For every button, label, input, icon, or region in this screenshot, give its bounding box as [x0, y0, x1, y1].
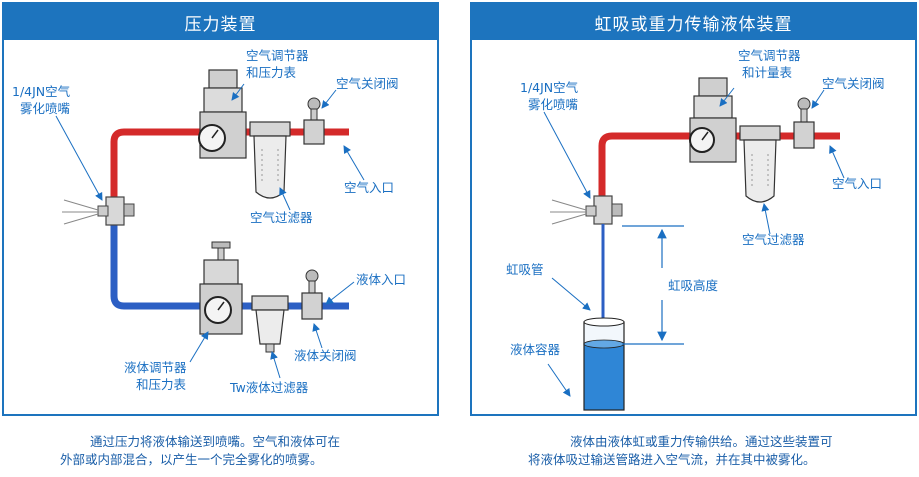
air-shutoff-valve [303, 97, 325, 145]
label-air-filter: 空气过滤器 [250, 210, 313, 225]
air-shutoff-valve [793, 97, 815, 149]
label-nozzle-line1: 1/4JN空气 [12, 84, 71, 99]
label-liquid-shutoff-valve: 液体关闭阀 [294, 348, 357, 363]
tw-liquid-filter [251, 295, 289, 353]
air-filter [739, 125, 781, 203]
siphon-height-dimension [622, 225, 684, 345]
left-caption-line2: 外部或内部混合，以产生一个完全雾化的喷雾。 [60, 452, 323, 467]
leader-lines [543, 87, 845, 397]
label-air-regulator: 空气调节器 [246, 48, 309, 63]
siphon-gravity-panel: 虹吸或重力传输液体装置 [470, 2, 917, 416]
air-pipe [110, 128, 349, 200]
atomizing-nozzle [62, 196, 135, 226]
atomizing-nozzle [550, 195, 623, 225]
label-tw-liquid-filter: Tw液体过滤器 [230, 380, 309, 395]
label-air-inlet: 空气入口 [832, 176, 883, 191]
label-air-filter: 空气过滤器 [742, 232, 805, 247]
siphon-gravity-diagram [543, 77, 845, 411]
label-nozzle-line2: 雾化喷嘴 [20, 101, 71, 116]
label-liquid-regulator: 液体调节器 [124, 360, 187, 375]
liquid-pipe [110, 222, 349, 310]
label-siphon-height: 虹吸高度 [668, 278, 719, 293]
label-nozzle-line1: 1/4JN空气 [520, 80, 579, 95]
label-liquid-container: 液体容器 [510, 342, 561, 357]
air-regulator [689, 77, 737, 163]
liquid-shutoff-valve [301, 269, 323, 320]
pressure-setup-diagram [55, 69, 365, 379]
liquid-regulator [199, 241, 243, 335]
right-caption-line2: 将液体吸过输送管路进入空气流，并在其中被雾化。 [528, 452, 816, 467]
liquid-container [583, 317, 625, 411]
label-liquid-gauge: 和压力表 [136, 377, 187, 392]
label-air-inlet: 空气入口 [344, 180, 395, 195]
air-regulator [198, 69, 247, 159]
label-air-regulator: 空气调节器 [738, 48, 801, 63]
air-pipe [598, 132, 840, 198]
label-flow-meter: 和计量表 [742, 65, 793, 80]
leader-lines [55, 83, 365, 379]
label-nozzle-line2: 雾化喷嘴 [528, 97, 579, 112]
pressure-setup-panel: 压力装置 [2, 2, 439, 416]
panel-title: 虹吸或重力传输液体装置 [472, 4, 915, 40]
left-caption-line1: 通过压力将液体输送到喷嘴。空气和液体可在 [90, 434, 341, 449]
label-liquid-inlet: 液体入口 [356, 272, 407, 287]
panel-title: 压力装置 [4, 4, 437, 40]
label-air-shutoff-valve: 空气关闭阀 [822, 76, 885, 91]
label-siphon-tube: 虹吸管 [506, 262, 544, 277]
label-pressure-gauge: 和压力表 [246, 65, 297, 80]
right-caption-line1: 液体由液体虹或重力传输供给。通过这些装置可 [570, 434, 833, 449]
label-air-shutoff-valve: 空气关闭阀 [336, 76, 399, 91]
air-filter [249, 121, 291, 199]
